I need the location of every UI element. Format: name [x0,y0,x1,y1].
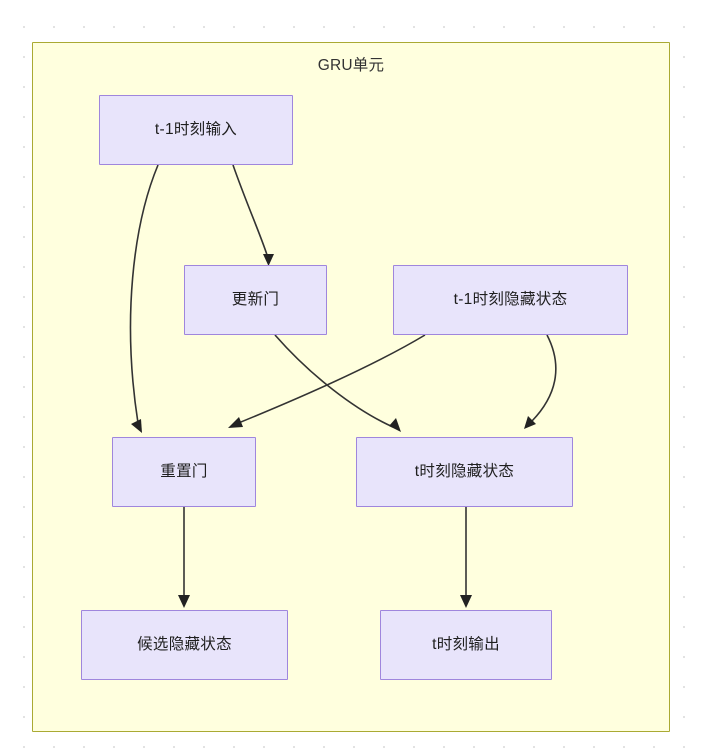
node-input[interactable]: t-1时刻输入 [99,95,293,165]
node-label: t时刻隐藏状态 [414,463,515,481]
node-label: 候选隐藏状态 [137,636,232,654]
cluster-title: GRU单元 [317,57,385,74]
node-update-gate[interactable]: 更新门 [184,265,327,335]
node-label: 重置门 [160,463,208,481]
node-reset-gate[interactable]: 重置门 [112,437,256,507]
node-label: t-1时刻输入 [154,121,238,139]
node-prev-hidden-state[interactable]: t-1时刻隐藏状态 [393,265,628,335]
node-output-t[interactable]: t时刻输出 [380,610,552,680]
node-label: 更新门 [231,291,280,309]
node-hidden-state-t[interactable]: t时刻隐藏状态 [356,437,573,507]
node-label: t时刻输出 [432,636,500,654]
node-label: t-1时刻隐藏状态 [453,291,568,309]
node-candidate-hidden-state[interactable]: 候选隐藏状态 [81,610,288,680]
